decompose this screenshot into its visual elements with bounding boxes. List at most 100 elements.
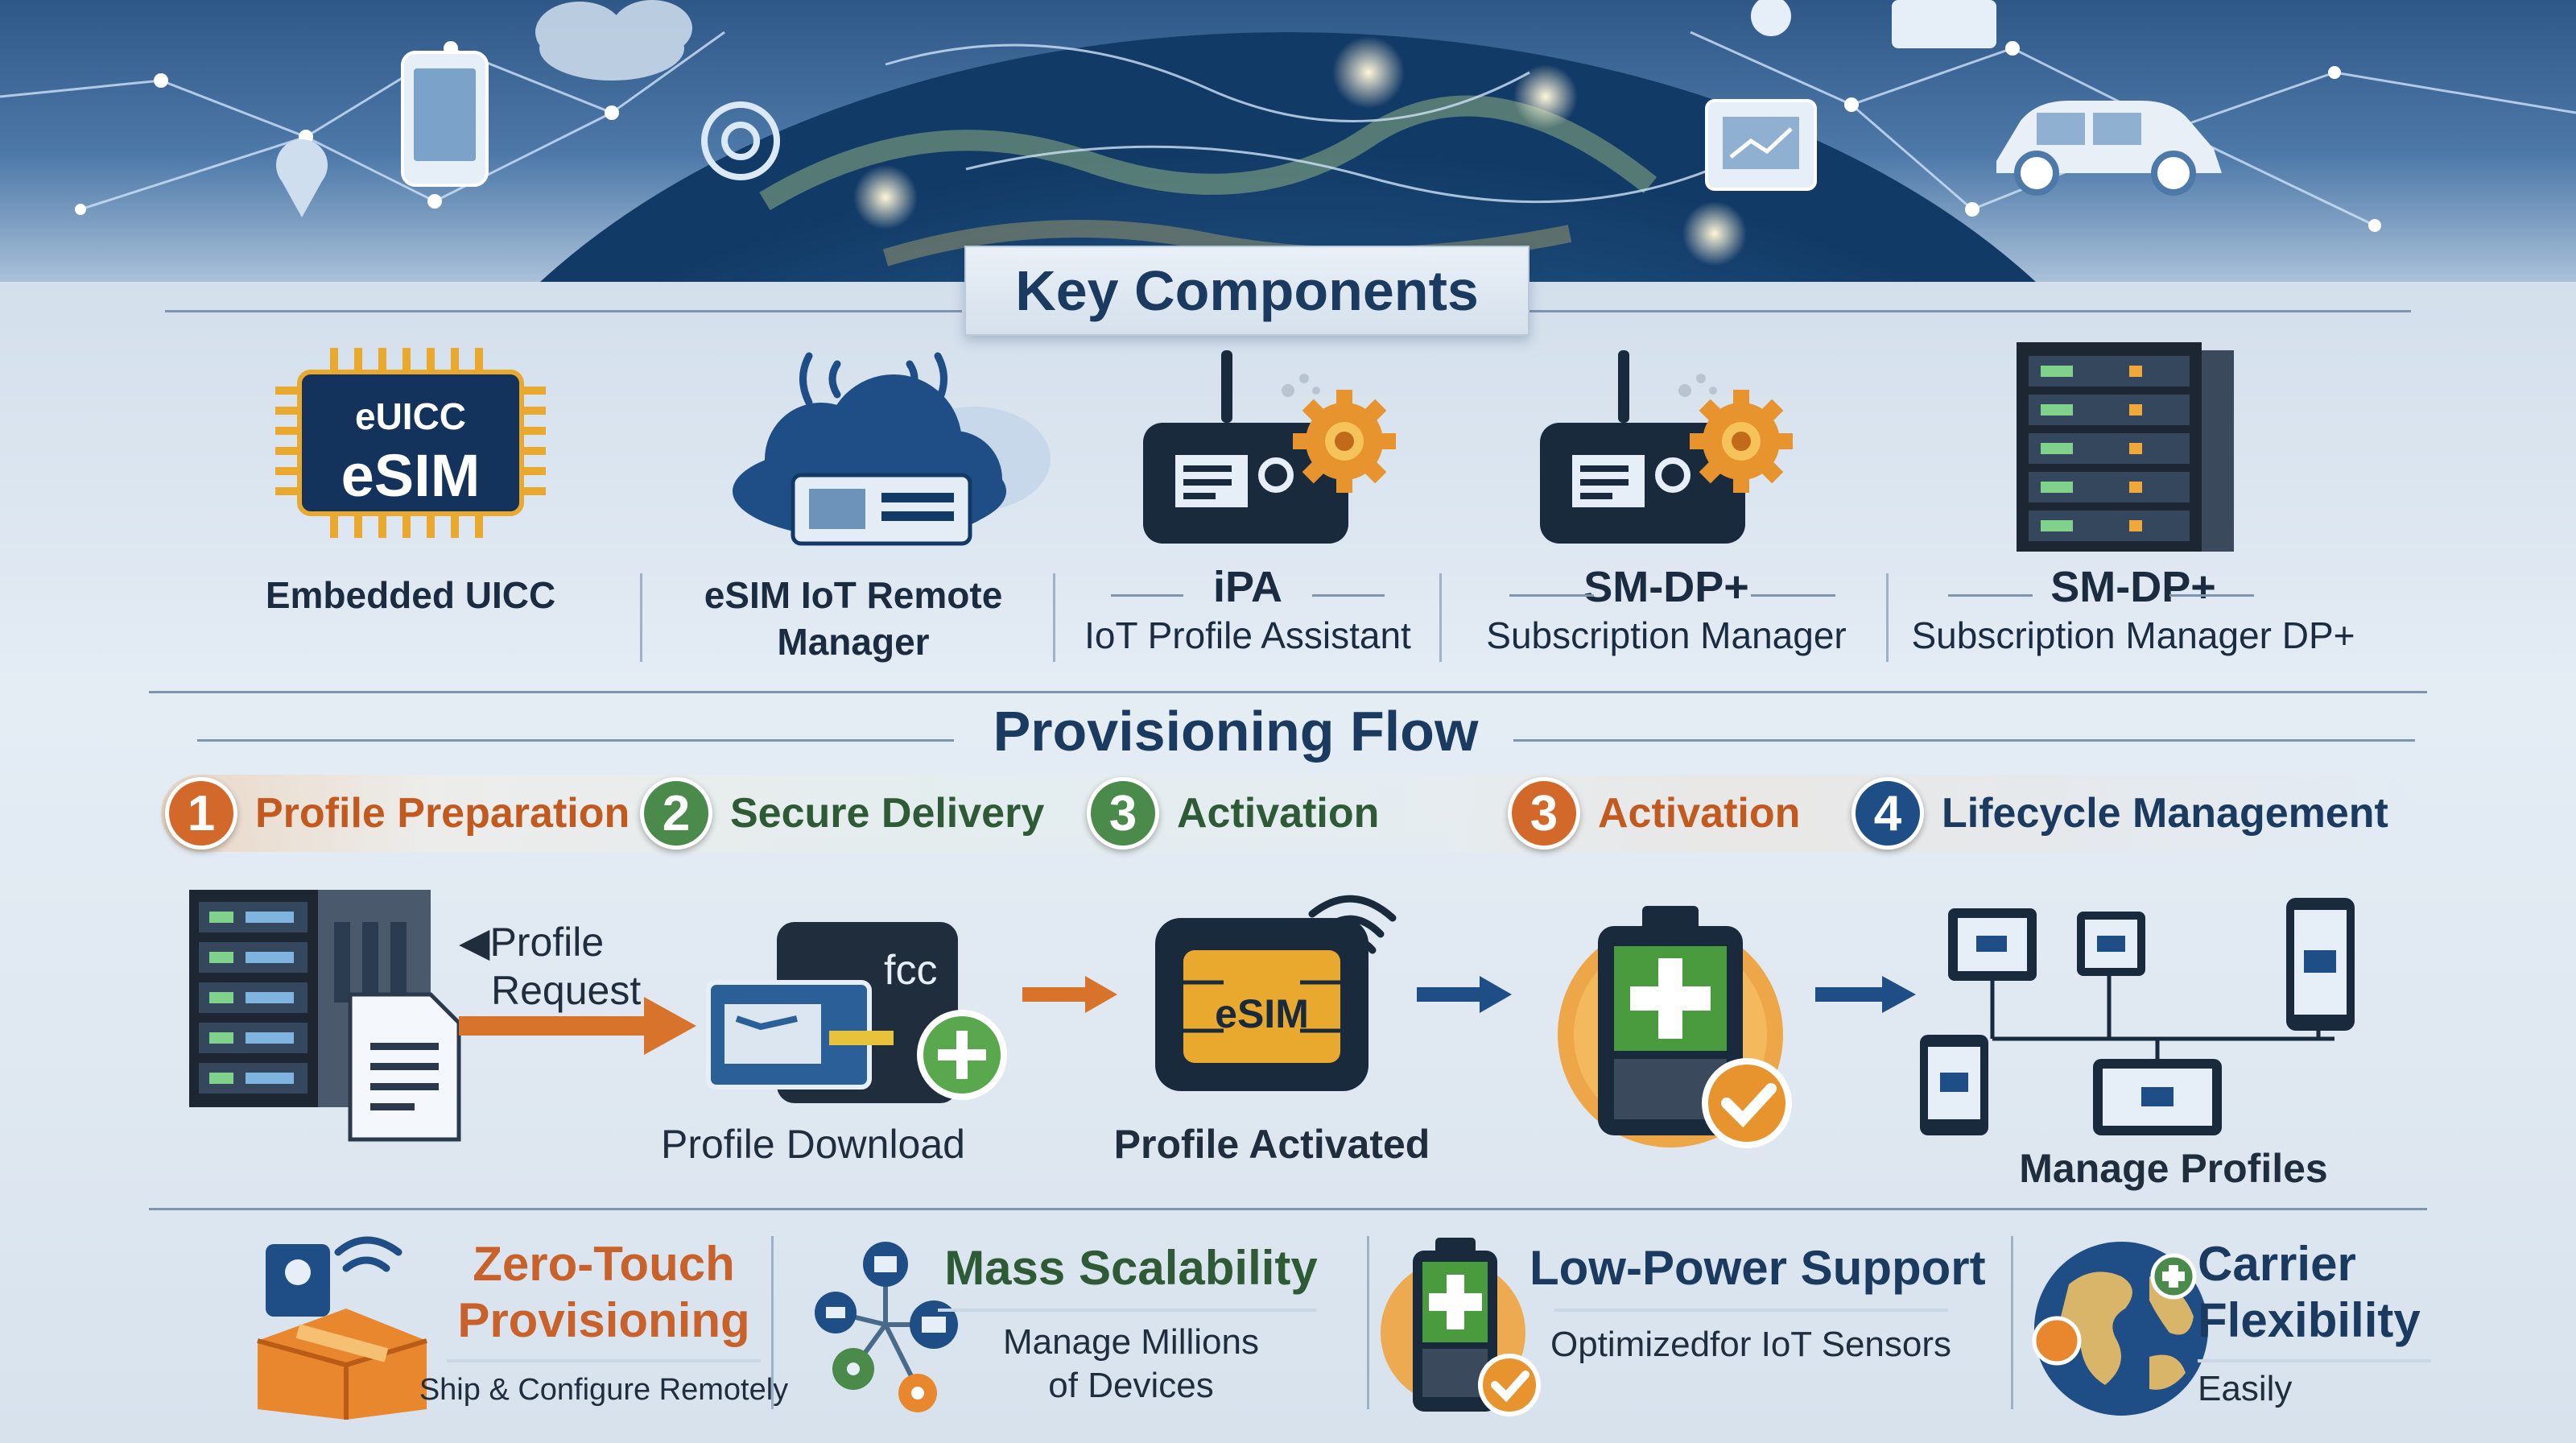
component-sm-dp-plus: SM-DP+ Subscription Manager DP+ (1904, 564, 2363, 659)
feature-carrier-flexibility-title: Carrier Flexibility (2198, 1236, 2455, 1349)
provisioning-flow-title: Provisioning Flow (993, 700, 1479, 763)
feature-title-line1: Carrier (2198, 1237, 2356, 1291)
divider (1053, 573, 1055, 662)
arrow-right-icon (1815, 976, 1916, 1013)
component-name: Subscription Manager (1486, 614, 1847, 656)
divider (1554, 1309, 1948, 1312)
component-acronym: SM-DP+ (1583, 563, 1749, 611)
low-power-battery-icon (1381, 1238, 1541, 1416)
component-name: Subscription Manager DP+ (1911, 614, 2355, 656)
component-name: Embedded UICC (265, 574, 556, 616)
chip-top-label: eUICC (354, 395, 467, 437)
phone-icon (1920, 1035, 1988, 1135)
step-number-badge: 4 (1852, 777, 1924, 850)
divider (149, 1208, 2427, 1210)
feature-mass-scalability-title: Mass Scalability (944, 1241, 1318, 1295)
profile-download-label: Profile Download (661, 1122, 965, 1167)
profile-request-label: ◀Profile Request (459, 920, 642, 1013)
profile-activated-label: Profile Activated (1113, 1122, 1430, 1167)
cloud-remote-manager-icon (733, 352, 1051, 546)
component-name-line2: Manager (777, 621, 930, 663)
request-line1: Profile (489, 920, 605, 965)
divider (640, 573, 642, 662)
sm-dp-device-gear-icon (1540, 350, 1793, 544)
feature-title-line2: Flexibility (2198, 1293, 2421, 1347)
server-rack-icon (2017, 342, 2234, 552)
feature-low-power-title: Low-Power Support (1530, 1241, 1986, 1295)
component-acronym: SM-DP+ (2050, 563, 2216, 611)
card-text: fcc (884, 947, 938, 994)
device-network-icon (1920, 898, 2355, 1135)
component-acronym: iPA (1212, 563, 1282, 611)
esim-chip-wireless-icon (1155, 895, 1397, 1091)
tablet-icon (1948, 908, 2037, 981)
ipa-device-gear-icon (1143, 350, 1396, 544)
feature-title-line1: Zero-Touch (473, 1237, 735, 1291)
globe (540, 32, 2036, 282)
chip-main-label: eSIM (341, 442, 481, 509)
component-embedded-uicc: Embedded UICC (242, 572, 580, 618)
step-3-activation: 3 Activation (1508, 775, 1800, 852)
feature-low-power-subtitle: Optimizedfor IoT Sensors (1550, 1325, 1952, 1364)
monitor-icon (1705, 99, 1817, 191)
monitor-icon (2093, 1059, 2222, 1135)
step-label: Activation (1598, 790, 1801, 837)
divider (2169, 594, 2254, 597)
feature-title-line2: Provisioning (457, 1293, 750, 1347)
smartphone-icon (401, 51, 489, 187)
component-remote-manager: eSIM IoT Remote Manager (672, 572, 1034, 665)
feature-carrier-flexibility-subtitle: Easily (2198, 1369, 2293, 1408)
tablet-icon (2077, 912, 2145, 976)
divider (447, 1359, 761, 1362)
target-icon (701, 101, 780, 180)
step-4: 4 Lifecycle Management (1852, 775, 2388, 852)
euicc-chip-icon (275, 348, 546, 538)
esim-text: eSIM (1215, 991, 1309, 1036)
location-pin-icon (276, 139, 328, 217)
manage-profiles-label: Manage Profiles (2019, 1146, 2328, 1191)
divider (1886, 573, 1889, 662)
cloud-icon (535, 0, 692, 81)
download-card-icon (706, 922, 1007, 1103)
divider (1509, 594, 1594, 597)
divider (149, 691, 2427, 693)
device-icon (1892, 0, 1996, 48)
feature-subtitle-line2: of Devices (1048, 1366, 1214, 1405)
component-name-line1: eSIM IoT Remote (704, 574, 1003, 616)
step-number-badge: 3 (1508, 777, 1580, 850)
globe-carrier-icon (2032, 1242, 2208, 1416)
step-label: Secure Delivery (730, 790, 1045, 837)
request-line2: Request (491, 968, 642, 1013)
arrow-right-icon (1417, 976, 1512, 1013)
divider (938, 1309, 1316, 1312)
car-icon (1996, 101, 2222, 196)
divider (1948, 594, 2033, 597)
divider (1513, 739, 2415, 742)
feature-zero-touch-title: Zero-Touch Provisioning (451, 1236, 757, 1349)
divider (1751, 594, 1835, 597)
key-components-title-box: Key Components (964, 246, 1530, 336)
divider (1111, 594, 1183, 597)
steps-strip (161, 775, 2415, 852)
header-banner (0, 0, 2576, 282)
step-label: Activation (1177, 790, 1380, 837)
component-name: IoT Profile Assistant (1084, 614, 1411, 656)
step-2: 2 Secure Delivery (640, 775, 1044, 852)
step-number-badge: 1 (165, 777, 237, 850)
divider (1439, 573, 1442, 662)
divider (1312, 594, 1385, 597)
step-label: Lifecycle Management (1942, 790, 2388, 837)
divider (2198, 1359, 2431, 1362)
arrow-right-icon (459, 997, 696, 1055)
divider (1530, 310, 2411, 312)
zero-touch-box-icon (257, 1236, 427, 1420)
globe-network-illustration (0, 0, 2576, 282)
battery-activation-icon (1558, 906, 1792, 1148)
step-number-badge: 2 (640, 777, 712, 850)
divider (2011, 1236, 2013, 1409)
step-number-badge: 3 (1087, 777, 1159, 850)
key-components-title: Key Components (1015, 259, 1479, 322)
feature-subtitle-line1: Manage Millions (1003, 1322, 1259, 1362)
feature-mass-scalability-subtitle: Manage Millions of Devices (950, 1321, 1312, 1408)
arrow-right-icon (1022, 976, 1117, 1013)
